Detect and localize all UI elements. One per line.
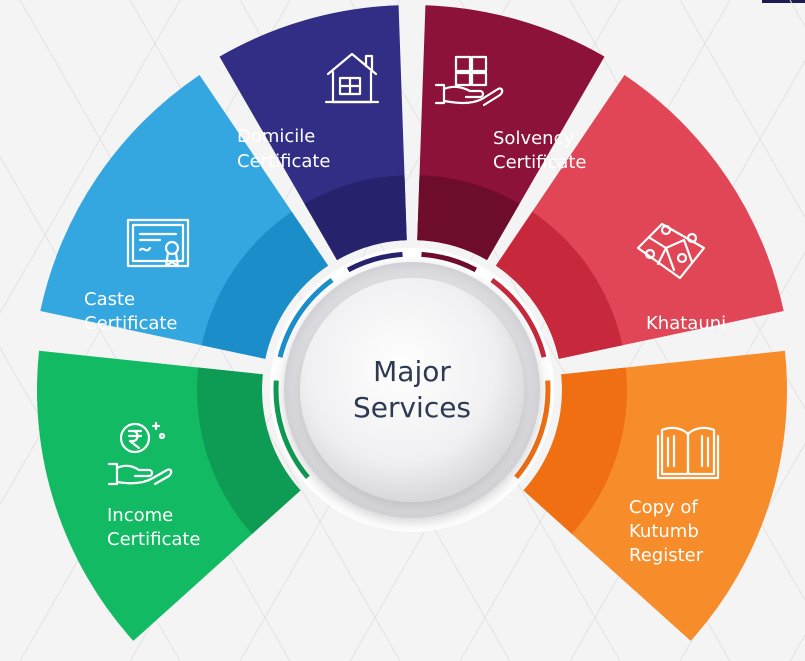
house-icon xyxy=(324,52,380,104)
solvency-line2: Certificate xyxy=(493,152,587,173)
center-title-line2: Services xyxy=(353,391,471,424)
caste-line1: Caste xyxy=(84,289,135,310)
segment-inner-kutumb xyxy=(523,367,627,534)
label-khatauni: Khatauni xyxy=(646,313,726,334)
label-kutumb: Copy of Kutumb Register xyxy=(629,497,704,566)
hub-arc-domicile xyxy=(346,251,403,273)
puzzle-hand-icon xyxy=(434,55,504,107)
center-title-line1: Major xyxy=(373,355,451,388)
kutumb-line2: Kutumb xyxy=(629,521,699,542)
segment-inner-khatauni xyxy=(495,211,623,359)
kutumb-line3: Register xyxy=(629,545,704,566)
hub-arc-income xyxy=(273,380,310,480)
income-line1: Income xyxy=(107,505,173,526)
hub-arc-kutumb xyxy=(514,380,551,480)
label-solvency: Solvency Certificate xyxy=(493,128,587,173)
hub-arc-solvency xyxy=(421,251,478,273)
rupee-hand-icon xyxy=(107,421,173,486)
certificate-icon xyxy=(126,218,190,268)
kutumb-line1: Copy of xyxy=(629,497,698,518)
corner-accent xyxy=(762,0,805,3)
domicile-line2: Certificate xyxy=(237,151,331,172)
center-hub: Major Services xyxy=(270,248,554,532)
label-domicile: Domicile Certificate xyxy=(237,126,331,172)
land-map-icon xyxy=(636,222,706,280)
segment-inner-solvency xyxy=(417,175,520,261)
hub-arc-caste xyxy=(277,277,334,358)
segment-inner-caste xyxy=(201,211,329,359)
caste-line2: Certificate xyxy=(84,313,178,334)
open-book-icon xyxy=(656,426,720,480)
domicile-line1: Domicile xyxy=(237,126,315,147)
segment-inner-domicile xyxy=(304,175,407,261)
solvency-line1: Solvency xyxy=(493,128,574,149)
service-segments xyxy=(36,5,787,641)
khatauni-line1: Khatauni xyxy=(646,313,726,334)
hub-arc-khatauni xyxy=(490,277,547,358)
label-income: Income Certificate xyxy=(107,505,201,550)
hub-colored-arcs xyxy=(273,251,551,480)
label-caste: Caste Certificate xyxy=(84,289,178,334)
income-line2: Certificate xyxy=(107,529,201,550)
hub-inner-disc xyxy=(300,278,524,502)
segment-inner-income xyxy=(197,367,301,534)
